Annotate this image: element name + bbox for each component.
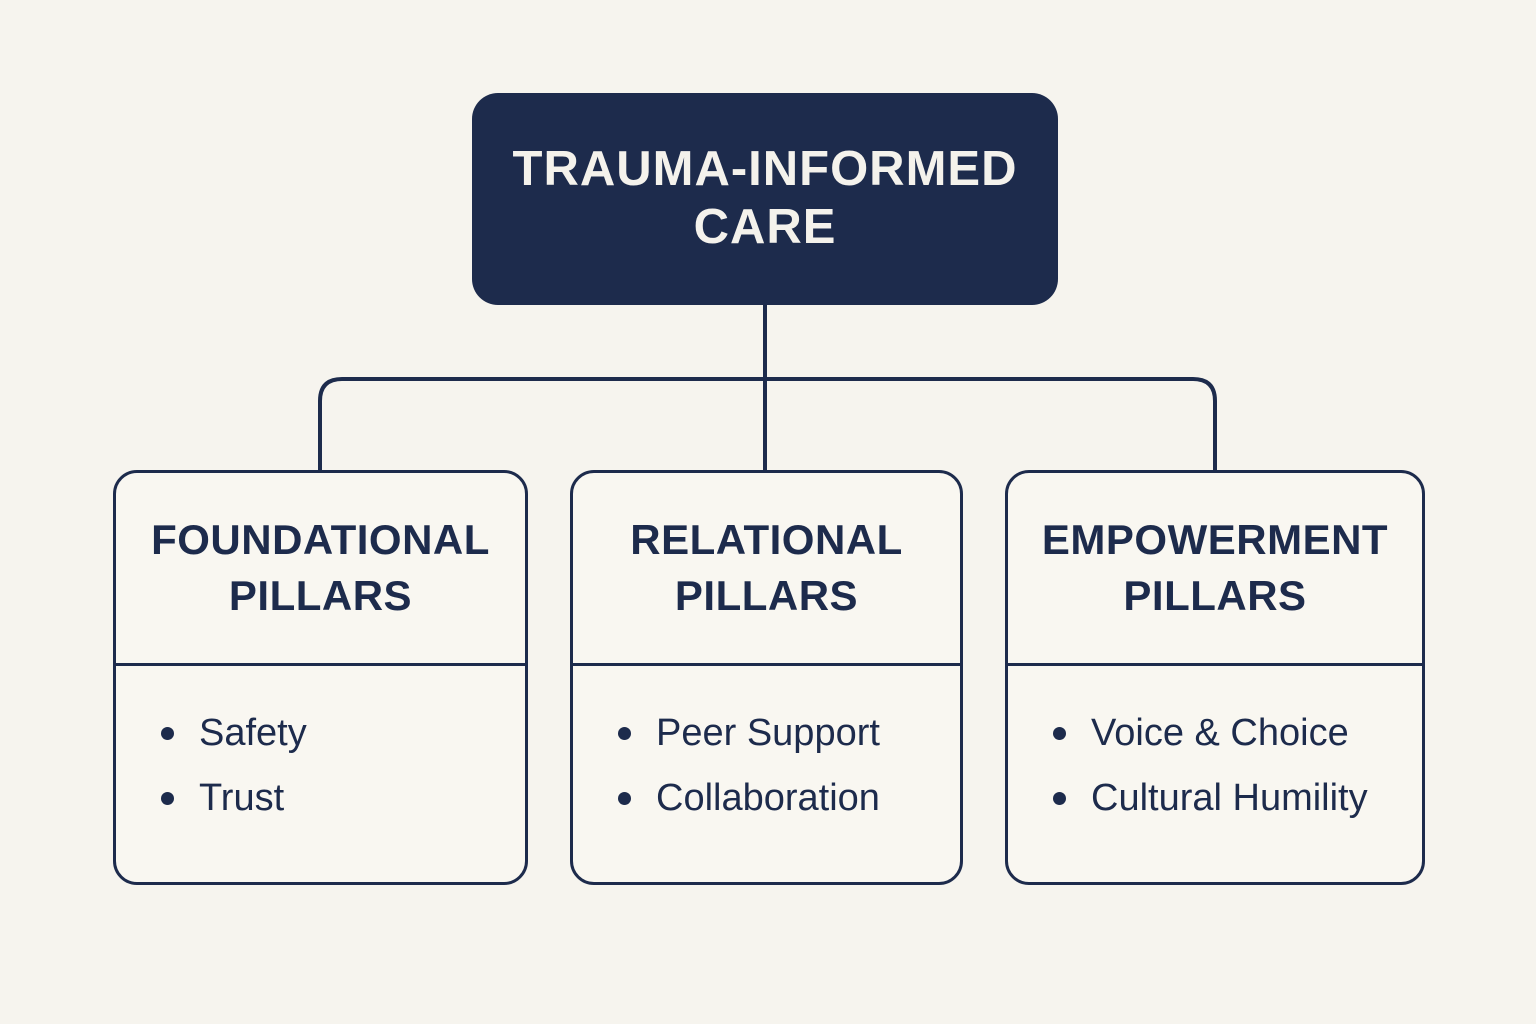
list-item-label: Trust: [199, 776, 285, 819]
card-body: Safety Trust: [116, 666, 525, 882]
bullet-icon: [618, 791, 631, 805]
list-item: Safety: [161, 711, 505, 757]
list-item: Cultural Humility: [1053, 776, 1402, 822]
bullet-icon: [161, 791, 174, 805]
list-item-label: Cultural Humility: [1091, 776, 1368, 819]
list-item-label: Voice & Choice: [1091, 712, 1349, 754]
card-header: RELATIONAL PILLARS: [573, 473, 960, 666]
card-body: Voice & Choice Cultural Humility: [1008, 666, 1422, 882]
list-item-label: Peer Support: [656, 712, 880, 754]
bullet-icon: [1053, 727, 1066, 741]
list-item: Voice & Choice: [1053, 711, 1402, 757]
card-body: Peer Support Collaboration: [573, 666, 960, 882]
list-item: Collaboration: [618, 776, 940, 822]
bullet-icon: [618, 727, 631, 741]
card-heading: EMPOWERMENT PILLARS: [1041, 516, 1389, 619]
list-item: Peer Support: [618, 711, 940, 757]
foundational-pillars-card: FOUNDATIONAL PILLARS Safety Trust: [113, 470, 528, 885]
root-node-title: TRAUMA-INFORMED CARE: [512, 142, 1018, 254]
connector-rail: [318, 377, 1217, 470]
card-heading: RELATIONAL PILLARS: [630, 516, 903, 619]
bullet-icon: [1053, 791, 1066, 805]
list-item: Trust: [161, 776, 505, 822]
bullet-icon: [161, 727, 174, 741]
card-header: EMPOWERMENT PILLARS: [1008, 473, 1422, 666]
card-heading: FOUNDATIONAL PILLARS: [151, 516, 490, 619]
empowerment-pillars-card: EMPOWERMENT PILLARS Voice & Choice Cultu…: [1005, 470, 1425, 885]
list-item-label: Safety: [199, 712, 307, 754]
relational-pillars-card: RELATIONAL PILLARS Peer Support Collabor…: [570, 470, 963, 885]
card-header: FOUNDATIONAL PILLARS: [116, 473, 525, 666]
root-node: TRAUMA-INFORMED CARE: [472, 93, 1058, 305]
list-item-label: Collaboration: [656, 776, 880, 819]
